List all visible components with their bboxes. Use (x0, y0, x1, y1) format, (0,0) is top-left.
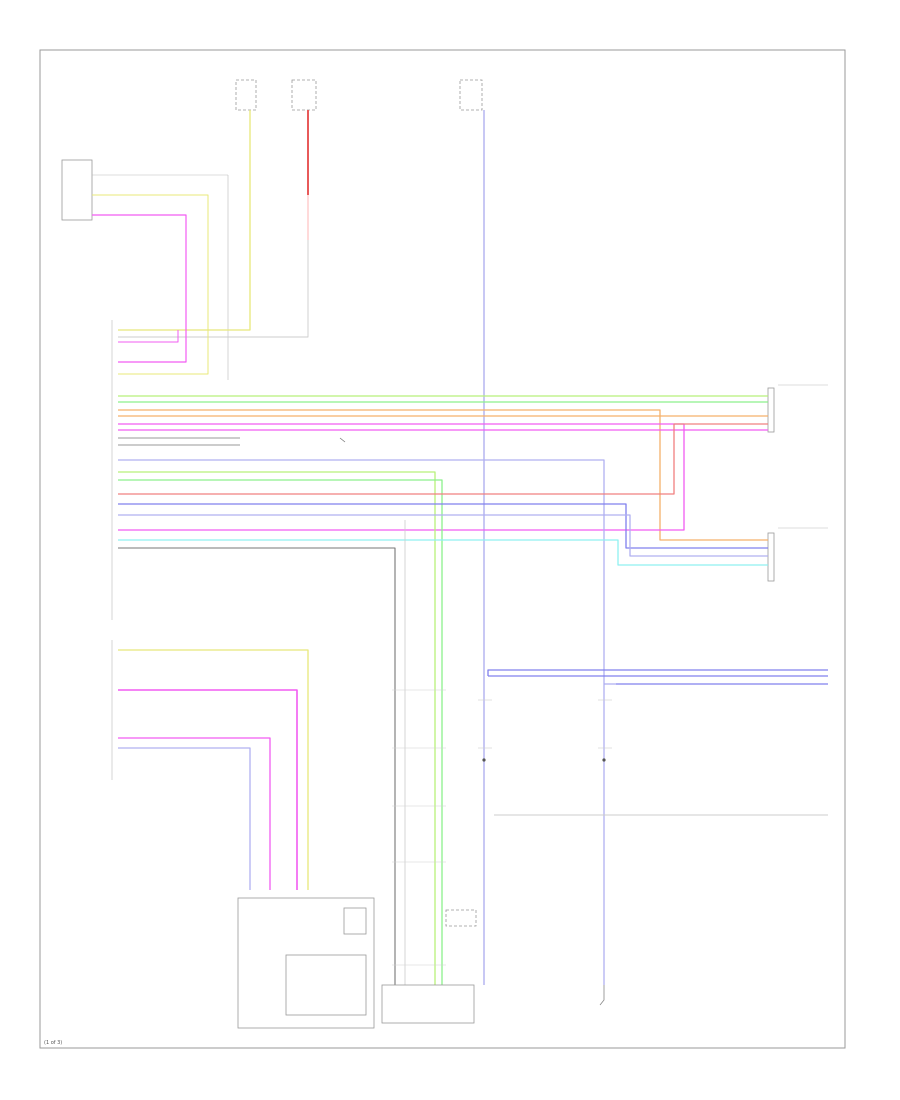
seat-motor-assembly (237, 897, 375, 1029)
fuse-box-right (459, 79, 483, 111)
connector-top-left (61, 159, 93, 221)
diagram-frame (39, 49, 846, 1049)
wire-green-vertical (118, 479, 443, 985)
wire-yellow-switch (92, 194, 209, 375)
wire-pink-loop (118, 423, 685, 531)
ground-symbol-right (599, 985, 605, 1006)
wire-violet-bus-2 (118, 514, 768, 557)
wire-yellow-top-left (118, 110, 251, 331)
splice-left (482, 758, 486, 762)
wire-violet-lower (118, 747, 251, 890)
wire-pink-lower (118, 689, 298, 890)
motor-sub-box-bottom (285, 954, 367, 1016)
wire-pink-stub (118, 330, 179, 343)
wire-cyan-bus (118, 539, 768, 566)
wire-yellow-lower (118, 649, 309, 890)
wire-white-top-mid (118, 240, 309, 338)
wire-gray-vertical (118, 547, 396, 985)
wire-lime-vertical (118, 471, 436, 985)
fuse-box-middle (291, 79, 317, 111)
heater-sensor-box (445, 909, 477, 927)
fuse-box-left (235, 79, 257, 111)
wire-orange-bus (118, 409, 768, 541)
motor-sub-box-top (343, 907, 367, 935)
wire-gray-tick (339, 437, 346, 443)
wire-blue-right-1 (487, 669, 828, 676)
seat-cushion-heater (381, 984, 475, 1024)
wire-salmon-bus (118, 423, 768, 495)
wire-violet-right-vertical (118, 459, 605, 985)
wire-pink-switch (92, 214, 187, 363)
right-connector-top (767, 387, 775, 433)
wire-blue-bus (118, 503, 768, 549)
diagram-footer-label: (1 of 3) (44, 1040, 62, 1046)
splice-right (602, 758, 606, 762)
wire-pink-lower-2 (118, 737, 271, 890)
right-connector-mid (767, 532, 775, 582)
